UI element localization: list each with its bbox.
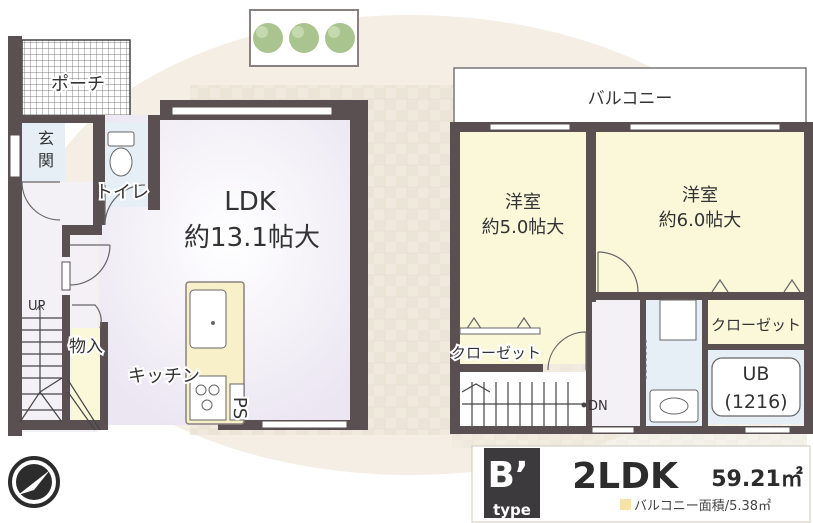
shrub-icon bbox=[289, 23, 319, 53]
toilet-label: トイレ bbox=[95, 182, 149, 203]
closet-right-floor bbox=[706, 300, 806, 344]
window-western1 bbox=[489, 123, 571, 131]
down-dot bbox=[581, 402, 587, 408]
area-label: 59.21㎡ bbox=[711, 466, 803, 492]
closet-left-label: クローゼット bbox=[451, 344, 541, 362]
western1-floor bbox=[458, 128, 588, 364]
western1-name: 洋室 bbox=[505, 192, 541, 213]
type-letter: B’ bbox=[487, 455, 528, 496]
window-ldk-bottom bbox=[261, 420, 348, 429]
closet-right-doors bbox=[711, 278, 801, 293]
porch-area bbox=[22, 40, 130, 116]
entrance-door bbox=[21, 181, 61, 221]
toilet-door bbox=[104, 184, 146, 226]
entrance-floor bbox=[20, 122, 65, 182]
info-box: B’ type 2LDK 59.21㎡ バルコニー面積/5.38㎡ bbox=[471, 445, 811, 523]
hall2-floor bbox=[592, 298, 642, 426]
window-hall bbox=[61, 261, 71, 291]
closet-right-label: クローゼット bbox=[711, 316, 801, 334]
closet-left-doors bbox=[465, 316, 533, 331]
entrance-label-1: 玄 bbox=[38, 129, 54, 148]
storage-door bbox=[72, 304, 102, 329]
western2-floor bbox=[596, 128, 806, 292]
planter bbox=[249, 9, 359, 67]
shrub-icon bbox=[325, 23, 355, 53]
window-entrance bbox=[9, 134, 21, 178]
toilet-fixture bbox=[107, 131, 135, 177]
up-arrow-icon bbox=[35, 304, 45, 320]
type-label: type bbox=[493, 501, 531, 519]
ub-label-2: (1216) bbox=[724, 391, 787, 413]
kitchen-label: キッチン bbox=[128, 366, 200, 387]
closet-left-rail bbox=[459, 327, 541, 335]
down-label: DN bbox=[588, 399, 608, 414]
window-ldk-top bbox=[171, 106, 333, 116]
western2-size: 約6.0帖大 bbox=[659, 210, 742, 231]
balcony-note: バルコニー面積/5.38㎡ bbox=[634, 499, 771, 514]
ub-label-1: UB bbox=[743, 363, 770, 385]
entrance-label-2: 関 bbox=[38, 151, 54, 170]
up-label: UP bbox=[28, 299, 46, 314]
kitchen-counter bbox=[185, 281, 245, 425]
stairs-right bbox=[461, 382, 586, 426]
north-arrow-icon bbox=[8, 456, 60, 508]
window-stairs bbox=[591, 426, 635, 434]
storage-label: 物入 bbox=[69, 337, 103, 357]
ub-tub bbox=[711, 357, 801, 417]
type-badge bbox=[484, 448, 540, 498]
shrub-icon bbox=[253, 23, 283, 53]
hall-door bbox=[69, 244, 111, 286]
western1-size: 約5.0帖大 bbox=[482, 217, 565, 238]
balcony-swatch bbox=[620, 499, 631, 510]
window-western2 bbox=[629, 123, 781, 131]
window-ub bbox=[744, 426, 791, 434]
ldk-name: LDK bbox=[224, 187, 277, 217]
ps-label: PS bbox=[229, 397, 250, 419]
ldk-size: 約13.1帖大 bbox=[184, 223, 320, 253]
western1-door bbox=[547, 331, 587, 371]
stairs-right-floor bbox=[458, 372, 588, 428]
western2-door bbox=[597, 251, 639, 293]
type-badge-bottom bbox=[484, 498, 540, 518]
layout-label: 2LDK bbox=[572, 456, 679, 497]
washroom-fixtures bbox=[645, 299, 699, 423]
stairs-left bbox=[19, 317, 101, 431]
western2-name: 洋室 bbox=[682, 185, 718, 206]
balcony-label: バルコニー bbox=[588, 89, 673, 109]
porch-label: ポーチ bbox=[51, 74, 105, 95]
